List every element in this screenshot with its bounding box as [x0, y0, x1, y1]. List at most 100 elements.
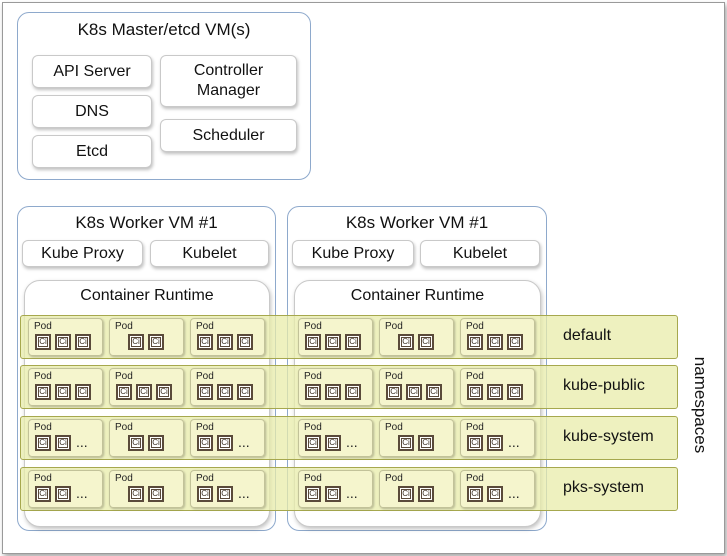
container-icon: Ci	[418, 435, 434, 451]
container-icon: Ci	[237, 334, 253, 350]
container-label: Ci	[58, 438, 68, 448]
container-icon: Ci	[467, 334, 483, 350]
container-icon: Ci	[467, 486, 483, 502]
pod-label: Pod	[34, 473, 52, 484]
container-label: Ci	[490, 387, 500, 397]
container-icon: Ci	[128, 334, 144, 350]
container-label: Ci	[470, 337, 480, 347]
container-label: Ci	[151, 337, 161, 347]
container-label: Ci	[470, 489, 480, 499]
etcd-component: Etcd	[32, 135, 152, 168]
container-icon: Ci	[35, 486, 51, 502]
container-label: Ci	[58, 337, 68, 347]
container-icon: Ci	[128, 435, 144, 451]
container-icon: Ci	[35, 334, 51, 350]
container-label: Ci	[389, 387, 399, 397]
container-icon: Ci	[75, 384, 91, 400]
dns-component: DNS	[32, 95, 152, 128]
container-label: Ci	[308, 489, 318, 499]
container-label: Ci	[200, 489, 210, 499]
namespace-label: kube-public	[563, 377, 645, 394]
container-label: Ci	[328, 438, 338, 448]
pod-label: Pod	[196, 321, 214, 332]
namespaces-axis-label: namespaces	[691, 356, 710, 454]
container-label: Ci	[348, 337, 358, 347]
container-label: Ci	[328, 489, 338, 499]
container-label: Ci	[328, 387, 338, 397]
container-icon: Ci	[217, 384, 233, 400]
pod-label: Pod	[385, 371, 403, 382]
container-label: Ci	[510, 337, 520, 347]
container-label: Ci	[151, 489, 161, 499]
container-label: Ci	[131, 489, 141, 499]
container-label: Ci	[308, 387, 318, 397]
container-icon: Ci	[217, 486, 233, 502]
pod-label: Pod	[304, 422, 322, 433]
container-icon: Ci	[345, 334, 361, 350]
container-icon: Ci	[487, 334, 503, 350]
container-icon: Ci	[418, 334, 434, 350]
container-label: Ci	[200, 337, 210, 347]
container-label: Ci	[220, 489, 230, 499]
container-label: Ci	[328, 337, 338, 347]
container-icon: Ci	[128, 486, 144, 502]
master-vm: K8s Master/etcd VM(s) API Server DNS Etc…	[17, 12, 311, 180]
pod-label: Pod	[304, 473, 322, 484]
kube-proxy-component: Kube Proxy	[22, 240, 143, 267]
container-label: Ci	[119, 387, 129, 397]
container-label: Ci	[409, 387, 419, 397]
container-icon: Ci	[217, 334, 233, 350]
container-icon: Ci	[305, 384, 321, 400]
container-icon: Ci	[398, 435, 414, 451]
more-containers-ellipsis: ...	[508, 485, 520, 501]
container-label: Ci	[470, 387, 480, 397]
container-label: Ci	[308, 337, 318, 347]
pod-label: Pod	[385, 473, 403, 484]
pod-label: Pod	[196, 473, 214, 484]
container-label: Ci	[220, 337, 230, 347]
worker-vm-title: K8s Worker VM #1	[75, 213, 218, 232]
pod-label: Pod	[115, 473, 133, 484]
container-label: Ci	[401, 337, 411, 347]
container-icon: Ci	[406, 384, 422, 400]
container-label: Ci	[220, 387, 230, 397]
pod-label: Pod	[466, 321, 484, 332]
container-label: Ci	[200, 438, 210, 448]
container-label: Ci	[401, 438, 411, 448]
pod-label: Pod	[34, 422, 52, 433]
container-icon: Ci	[487, 435, 503, 451]
container-icon: Ci	[75, 334, 91, 350]
container-icon: Ci	[487, 486, 503, 502]
container-icon: Ci	[55, 334, 71, 350]
namespace-label: pks-system	[563, 479, 644, 496]
pod-label: Pod	[34, 371, 52, 382]
container-icon: Ci	[345, 384, 361, 400]
container-label: Ci	[78, 387, 88, 397]
scheduler-component: Scheduler	[160, 119, 297, 152]
container-icon: Ci	[197, 486, 213, 502]
container-label: Ci	[58, 489, 68, 499]
container-icon: Ci	[197, 435, 213, 451]
container-label: Ci	[38, 337, 48, 347]
container-icon: Ci	[398, 486, 414, 502]
container-label: Ci	[38, 438, 48, 448]
container-icon: Ci	[148, 486, 164, 502]
container-icon: Ci	[55, 384, 71, 400]
container-icon: Ci	[136, 384, 152, 400]
container-label: Ci	[421, 489, 431, 499]
